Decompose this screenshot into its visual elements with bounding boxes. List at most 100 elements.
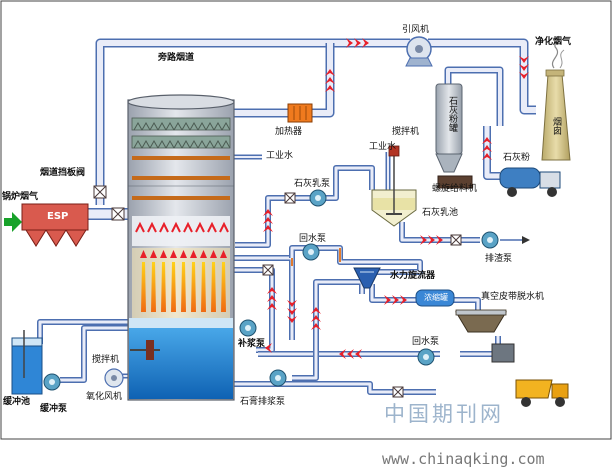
flow-arrow (267, 287, 277, 294)
demister-tooth (133, 121, 143, 131)
spray-jet (171, 262, 176, 312)
demister-tooth (141, 121, 151, 131)
updraft-chevron (183, 221, 193, 233)
label-agitator-top: 搅拌机 (392, 127, 420, 137)
spray-jet-head (220, 250, 227, 258)
spray-jet-head (180, 250, 187, 258)
label-chimney: 烟囱 (551, 117, 561, 135)
label-lime-silo: 石灰粉罐 (447, 96, 457, 132)
pump-hub (49, 379, 55, 385)
flow-arrow (325, 77, 335, 84)
label-agitator-bottom: 搅拌机 (92, 355, 120, 365)
demister-tooth (189, 139, 199, 149)
label-lime-powder: 石灰粉 (503, 153, 531, 163)
label-gypsum-pump: 石膏排浆泵 (240, 397, 286, 407)
spray-jet (161, 262, 166, 312)
gypsum-truck (515, 379, 569, 407)
label-return-pump-top: 回水泵 (299, 234, 327, 244)
spray-jet (151, 262, 156, 312)
agitator-bottom (130, 340, 160, 360)
flow-arrow (347, 349, 354, 359)
demister-tooth (149, 139, 159, 149)
pump-hub (423, 354, 429, 360)
updraft-chevron (171, 221, 181, 233)
heater (287, 103, 313, 123)
demister-teeth (133, 121, 231, 149)
demister-tooth (165, 139, 175, 149)
label-induced-fan: 引风机 (402, 25, 430, 35)
label-esp: ESP (47, 211, 69, 222)
demister-tooth (181, 139, 191, 149)
lime-slurry-tank (371, 145, 417, 227)
demister-tooth (173, 121, 183, 131)
flow-arrow (482, 153, 492, 160)
valve-cross (450, 234, 462, 246)
flow-arrow (362, 38, 369, 48)
demister-tooth (181, 121, 191, 131)
label-hydrocyclone: 水力旋流器 (390, 271, 436, 281)
flow-arrow (267, 303, 277, 310)
lime-silo (435, 83, 473, 189)
flue-ducts (82, 38, 536, 220)
label-buffer-tank: 缓冲池 (3, 397, 31, 407)
spray-jet (181, 262, 186, 312)
flow-arrow (346, 38, 353, 48)
demister-tooth (213, 121, 223, 131)
pump-hub (315, 195, 321, 201)
label-return-pump-mid: 回水泵 (412, 337, 440, 347)
valve-cross (392, 386, 404, 398)
demister-tooth (221, 139, 231, 149)
demister-tooth (133, 139, 143, 149)
demister-tooth (205, 139, 215, 149)
label-makeup-pump: 补浆泵 (238, 339, 266, 349)
valves (262, 192, 462, 398)
spray-jets (135, 221, 229, 312)
demister-tooth (157, 121, 167, 131)
demister-tooth (173, 139, 183, 149)
spray-jet (221, 262, 226, 312)
demister-tooth (157, 139, 167, 149)
updraft-chevron (207, 221, 217, 233)
spray-jet-head (150, 250, 157, 258)
demister-tooth (197, 121, 207, 131)
pump-hub (487, 237, 493, 243)
flow-arrow (265, 343, 272, 353)
updraft-chevron (147, 221, 157, 233)
label-bypass-flue: 旁路烟道 (158, 53, 195, 63)
flow-arrow (482, 145, 492, 152)
flow-arrow (325, 69, 335, 76)
spray-jet-head (160, 250, 167, 258)
label-oxidation-fan: 氧化风机 (86, 392, 123, 402)
chimney (541, 35, 571, 161)
demister-tooth (213, 139, 223, 149)
flow-arrow (519, 72, 529, 79)
label-industrial-water-tower: 工业水 (266, 151, 294, 161)
watermark-cn: 中国期刊网 (384, 402, 504, 426)
flow-arrow (339, 349, 346, 359)
flow-arrow (392, 295, 399, 305)
spray-jet-head (190, 250, 197, 258)
updraft-chevron (135, 221, 145, 233)
buffer-tank (11, 330, 43, 395)
spray-jet (141, 262, 146, 312)
flow-arrow (384, 295, 391, 305)
flow-arrow (325, 85, 335, 92)
demister-tooth (189, 121, 199, 131)
demister-tooth (165, 121, 175, 131)
flow-arrows (263, 38, 529, 359)
label-industrial-water-tank: 工业水 (369, 142, 397, 152)
spray-jet (201, 262, 206, 312)
flow-arrow (263, 209, 273, 216)
flow-arrow (311, 323, 321, 330)
flow-arrow (420, 235, 427, 245)
spray-jet-head (200, 250, 207, 258)
spray-jet (191, 262, 196, 312)
label-lime-slurry-tank: 石灰乳池 (422, 208, 459, 218)
pump-hub (275, 375, 281, 381)
demister-tooth (205, 121, 215, 131)
demister-tooth (221, 121, 231, 131)
flow-arrow (311, 315, 321, 322)
flow-arrow (287, 308, 297, 315)
flow-arrow (287, 316, 297, 323)
